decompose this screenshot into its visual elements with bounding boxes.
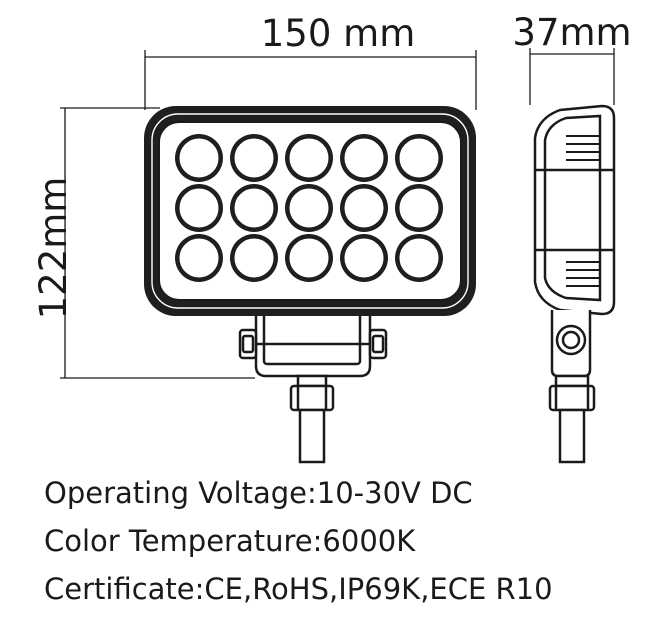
- led-lens: [398, 187, 440, 229]
- housing-bezel: [151, 113, 469, 309]
- led-lens: [288, 237, 330, 279]
- led-lens: [288, 187, 330, 229]
- spec-label: Certificate: [44, 572, 195, 606]
- led-lens: [288, 137, 330, 179]
- spec-label: Operating Voltage: [44, 476, 307, 510]
- led-lens: [178, 137, 220, 179]
- height-dimension: [60, 107, 255, 379]
- spec-certificate: Certificate:CE,RoHS,IP69K,ECE R10: [44, 572, 553, 606]
- spec-value: 10-30V DC: [316, 476, 473, 510]
- stud-bolt: [289, 374, 335, 464]
- spec-color-temperature: Color Temperature:6000K: [44, 524, 416, 558]
- led-lens: [233, 187, 275, 229]
- depth-label: 37mm: [512, 11, 631, 54]
- width-label: 150 mm: [261, 12, 415, 55]
- led-lens: [233, 237, 275, 279]
- width-dimension: [144, 50, 477, 110]
- height-label: 122mm: [32, 177, 75, 320]
- side-view: [533, 104, 616, 464]
- spec-operating-voltage: Operating Voltage:10-30V DC: [44, 476, 473, 510]
- spec-value: 6000K: [322, 524, 416, 558]
- led-lens: [343, 237, 385, 279]
- spec-value: CE,RoHS,IP69K,ECE R10: [204, 572, 553, 606]
- led-lens: [343, 137, 385, 179]
- spec-label: Color Temperature: [44, 524, 313, 558]
- led-lens: [178, 237, 220, 279]
- mounting-bracket: [238, 310, 388, 378]
- depth-dimension: [529, 48, 615, 105]
- led-lens: [398, 137, 440, 179]
- front-view: [144, 106, 476, 464]
- led-lens: [398, 237, 440, 279]
- led-lens: [343, 187, 385, 229]
- led-lens: [233, 137, 275, 179]
- led-lens: [178, 187, 220, 229]
- led-grid: [175, 134, 443, 282]
